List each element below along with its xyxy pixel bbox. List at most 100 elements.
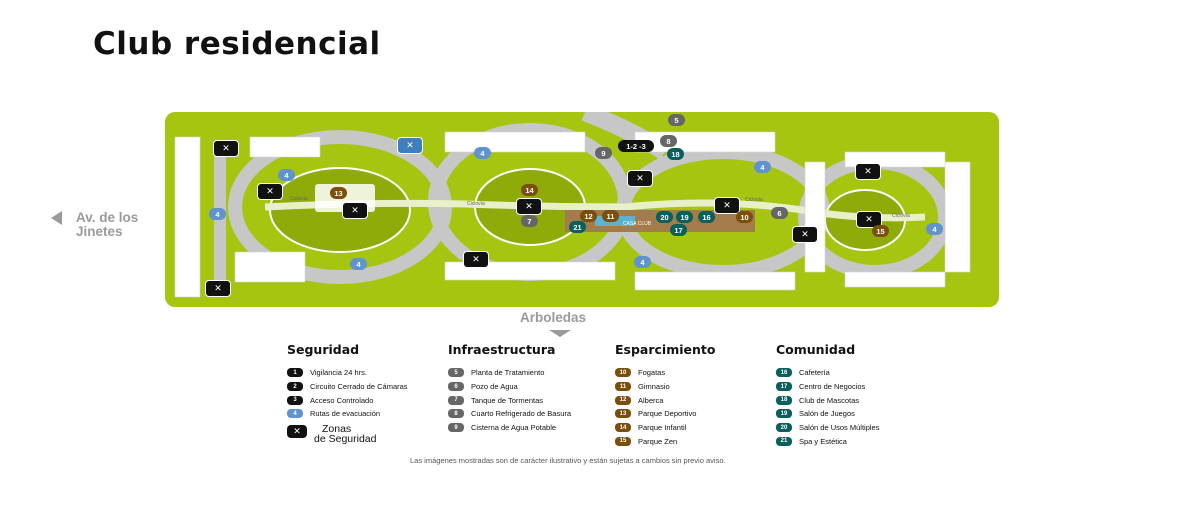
security-zone-icon: ✕ [855, 163, 881, 180]
zone-label-line1: Zonas [322, 422, 352, 435]
marker-13: 13 [330, 187, 347, 199]
legend-item: 11 Gimnasio [615, 380, 715, 394]
avenue-label: Av. de los Jinetes [76, 211, 138, 239]
legend-label: Planta de Tratamiento [471, 368, 545, 378]
marker-1-2-3: 1-2 -3 [618, 140, 654, 152]
legend-item: 16 Cafetería [776, 366, 879, 380]
legend-chip: 3 [287, 395, 303, 405]
legend-label: Vigilancia 24 hrs. [310, 368, 367, 378]
legend-chip: 11 [615, 382, 631, 392]
legend-chip: 6 [448, 382, 464, 392]
marker-4: 4 [634, 256, 651, 268]
legend-infraestructura: Infraestructura 5 Planta de Tratamiento 6… [448, 342, 571, 434]
legend-label: Cafetería [799, 368, 830, 378]
legend-chip: 16 [776, 368, 792, 378]
marker-9: 9 [595, 147, 612, 159]
marker-4: 4 [278, 169, 295, 181]
legend-label: Rutas de evacuación [310, 409, 381, 419]
legend-chip: 17 [776, 382, 792, 392]
site-map: ✕ ✕ ✕ ✕ ✕ ✕ ✕ ✕ ✕ ✕ ✕ ✕ 5 9 1-2 -3 8 18 … [165, 112, 999, 307]
legend-label: Cuarto Refrigerado de Basura [471, 409, 572, 419]
legend-chip: 5 [448, 368, 464, 378]
legend-title: Infraestructura [448, 342, 556, 357]
legend-chip: 15 [615, 436, 631, 446]
street-label: Ciclovía [745, 197, 763, 203]
shield-icon: ✕ [723, 200, 731, 210]
legend-label: Alberca [638, 395, 664, 405]
legend-item: 8 Cuarto Refrigerado de Basura [448, 407, 571, 421]
legend-item: 3 Acceso Controlado [287, 393, 408, 407]
legend-label: Club de Mascotas [799, 395, 860, 405]
shield-icon: ✕ [865, 214, 873, 224]
shield-icon: ✕ [222, 143, 230, 153]
shield-icon: ✕ [293, 425, 301, 436]
legend-chip: 12 [615, 395, 631, 405]
marker-17: 17 [670, 224, 687, 236]
shield-icon: ✕ [214, 283, 222, 293]
cycle-path [264, 199, 926, 222]
marker-8: 8 [660, 135, 677, 147]
marker-4: 4 [474, 147, 491, 159]
legend-label: Salón de Usos Múltiples [799, 423, 880, 433]
shield-icon: ✕ [864, 166, 872, 176]
shield-icon: ✕ [472, 254, 480, 264]
down-arrow-icon [549, 330, 571, 337]
marker-11: 11 [602, 210, 619, 222]
street-label: Ciclovía [467, 201, 485, 207]
marker-10: 10 [736, 211, 753, 223]
arboledas-label: Arboledas [520, 310, 587, 325]
legend-chip: 10 [615, 368, 631, 378]
legend-label: Cisterna de Agua Potable [471, 423, 557, 433]
legend-item: 15 Parque Zen [615, 434, 715, 448]
legend-item: 1 Vigilancia 24 hrs. [287, 366, 408, 380]
legend-label: Circuito Cerrado de Cámaras [310, 382, 408, 392]
security-zone-icon: ✕ [287, 424, 307, 438]
legend-zone-item: ✕ Zonas de Seguridad [287, 424, 408, 444]
legend-chip: 1 [287, 368, 303, 378]
legend-chip: 9 [448, 423, 464, 433]
site-plan-graphic [174, 112, 971, 298]
legend-label: Gimnasio [638, 382, 670, 392]
legend-chip: 19 [776, 409, 792, 419]
street-label: Ciclovía [892, 213, 910, 219]
page-title: Club residencial [93, 26, 381, 62]
legend-chip: 4 [287, 409, 303, 419]
legend-label: Pozo de Agua [471, 382, 518, 392]
legend-item: 19 Salón de Juegos [776, 407, 879, 421]
marker-4: 4 [209, 208, 226, 220]
security-zone-icon: ✕ [397, 137, 423, 154]
marker-16: 16 [698, 211, 715, 223]
legend-label: Parque Zen [638, 436, 678, 446]
security-zone-icon: ✕ [213, 140, 239, 157]
legend-label: Tanque de Tormentas [471, 395, 543, 405]
legend-item: 5 Planta de Tratamiento [448, 366, 571, 380]
security-zone-icon: ✕ [714, 197, 740, 214]
security-zone-icon: ✕ [792, 226, 818, 243]
legend-title: Seguridad [287, 342, 360, 357]
legend-label: Salón de Juegos [799, 409, 855, 419]
legend-label: Acceso Controlado [310, 395, 374, 405]
marker-12: 12 [580, 210, 597, 222]
marker-4: 4 [350, 258, 367, 270]
zone-label-line2: de Seguridad [314, 432, 377, 445]
legend-item: 4 Rutas de evacuación [287, 407, 408, 421]
left-arrow-icon [51, 211, 62, 225]
marker-21: 21 [569, 221, 586, 233]
security-zone-icon: ✕ [856, 211, 882, 228]
marker-20: 20 [656, 211, 673, 223]
legend-zone-label: Zonas de Seguridad [314, 422, 376, 445]
casa-club-label: CASA CLUB [623, 221, 652, 227]
marker-15: 15 [872, 225, 889, 237]
shield-icon: ✕ [636, 173, 644, 183]
security-zone-icon: ✕ [257, 183, 283, 200]
legend-chip: 7 [448, 395, 464, 405]
legend-chip: 8 [448, 409, 464, 419]
shield-icon: ✕ [266, 186, 274, 196]
